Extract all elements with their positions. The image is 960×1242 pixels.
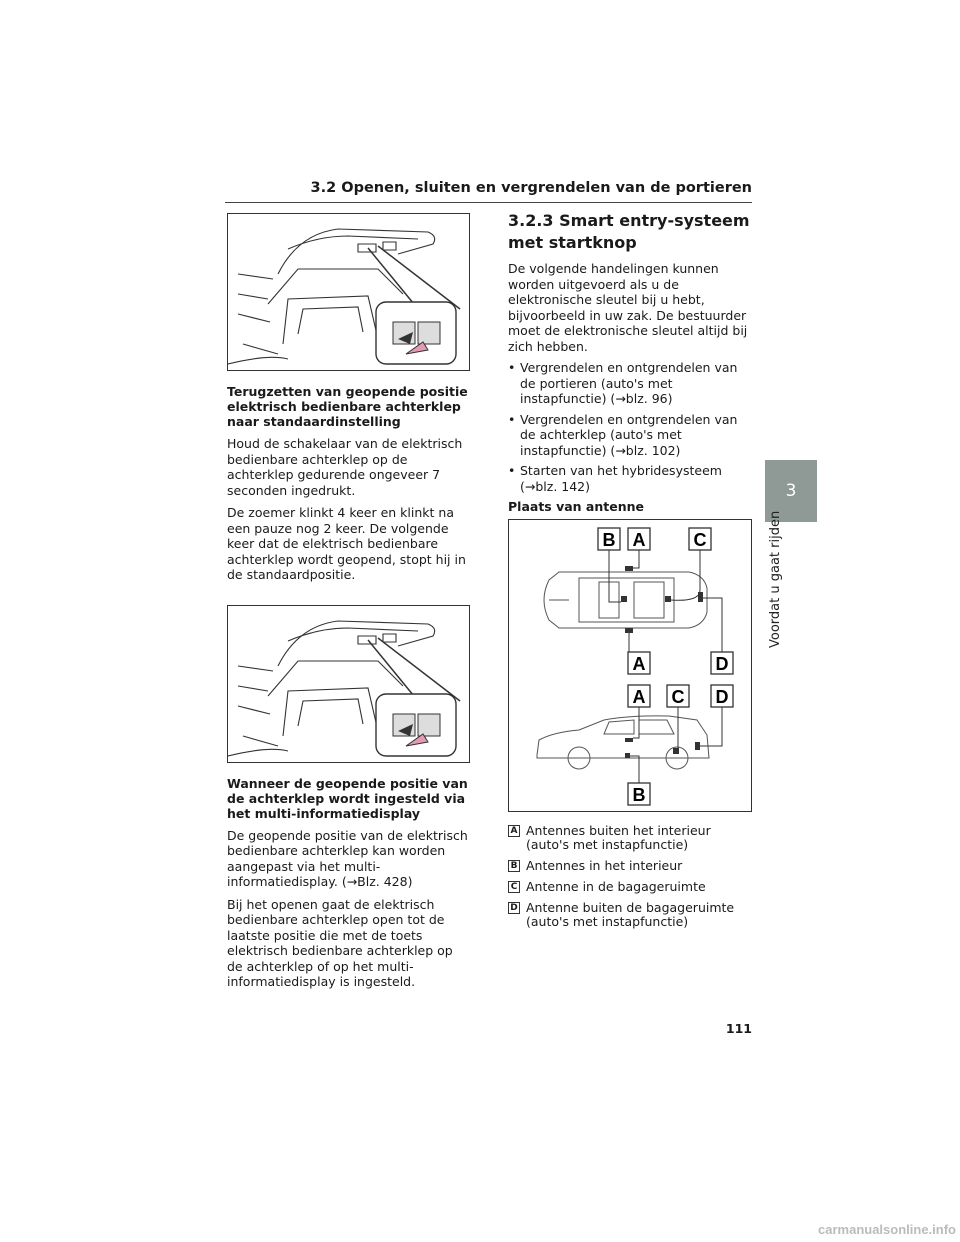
- section-header: 3.2 Openen, sluiten en vergrendelen van …: [225, 180, 752, 203]
- legend-text-a: Antennes buiten het interieur (auto's me…: [526, 823, 711, 852]
- label-d-lower: D: [716, 687, 729, 707]
- list-item: Vergrendelen en ontgrendelen van de acht…: [508, 412, 752, 459]
- label-b-bottom: B: [633, 785, 646, 805]
- label-d-mid: D: [716, 654, 729, 674]
- legend-text-d: Antenne buiten de bagageruimte (auto's m…: [526, 900, 735, 929]
- legend-text-c: Antenne in de bagageruimte: [526, 879, 706, 894]
- page-number: 111: [725, 1021, 752, 1036]
- legend-key-c: C: [508, 881, 520, 893]
- tailgate-figure-1: [227, 213, 470, 371]
- label-b-top: B: [603, 530, 616, 550]
- right-column: 3.2.3 Smart entry-systeem met startknop …: [508, 210, 752, 936]
- smart-entry-heading: 3.2.3 Smart entry-systeem met startknop: [508, 211, 750, 252]
- legend-key-d: D: [508, 902, 520, 914]
- legend-item-a: A Antennes buiten het interieur (auto's …: [508, 824, 752, 852]
- label-a-lower: A: [633, 687, 646, 707]
- chapter-title-vertical: Voordat u gaat rijden: [762, 511, 786, 650]
- legend-key-a: A: [508, 825, 520, 837]
- legend-item-b: B Antennes in het interieur: [508, 859, 752, 873]
- watermark: carmanualsonline.info: [818, 1222, 956, 1237]
- legend-item-c: C Antenne in de bagageruimte: [508, 880, 752, 894]
- antenna-diagram: B A C A D A C D B: [508, 519, 752, 812]
- left-column: Terugzetten van geopende positie elektri…: [227, 213, 470, 990]
- legend-item-d: D Antenne buiten de bagageruimte (auto's…: [508, 901, 752, 929]
- chapter-tab: 3: [765, 460, 817, 522]
- antenna-legend: A Antennes buiten het interieur (auto's …: [508, 824, 752, 929]
- list-item: Starten van het hybridesysteem (→blz. 14…: [508, 463, 752, 494]
- label-c-top: C: [694, 530, 707, 550]
- list-item: Vergrendelen en ontgrendelen van de port…: [508, 360, 752, 407]
- section2-paragraph-1: De geopende positie van de elektrisch be…: [227, 827, 468, 890]
- label-a-top: A: [633, 530, 646, 550]
- legend-text-b: Antennes in het interieur: [526, 858, 683, 873]
- section1-title: Terugzetten van geopende positie elektri…: [227, 384, 468, 429]
- legend-key-b: B: [508, 860, 520, 872]
- label-c-lower: C: [672, 687, 685, 707]
- label-a-mid: A: [633, 654, 646, 674]
- section1-paragraph-1: Houd de schakelaar van de elektrisch bed…: [227, 436, 463, 498]
- operations-list: Vergrendelen en ontgrendelen van de port…: [508, 360, 752, 494]
- tailgate-figure-2: [227, 604, 470, 763]
- chapter-title: Voordat u gaat rijden: [768, 510, 783, 648]
- section2-paragraph-2: Bij het openen gaat de elektrisch bedien…: [227, 896, 453, 990]
- section2-title: Wanneer de geopende positie van de achte…: [227, 775, 468, 821]
- smart-entry-intro: De volgende handelingen kunnen worden ui…: [508, 261, 748, 354]
- antenna-location-title: Plaats van antenne: [508, 499, 644, 514]
- section1-paragraph-2: De zoemer klinkt 4 keer en klinkt na een…: [227, 505, 466, 582]
